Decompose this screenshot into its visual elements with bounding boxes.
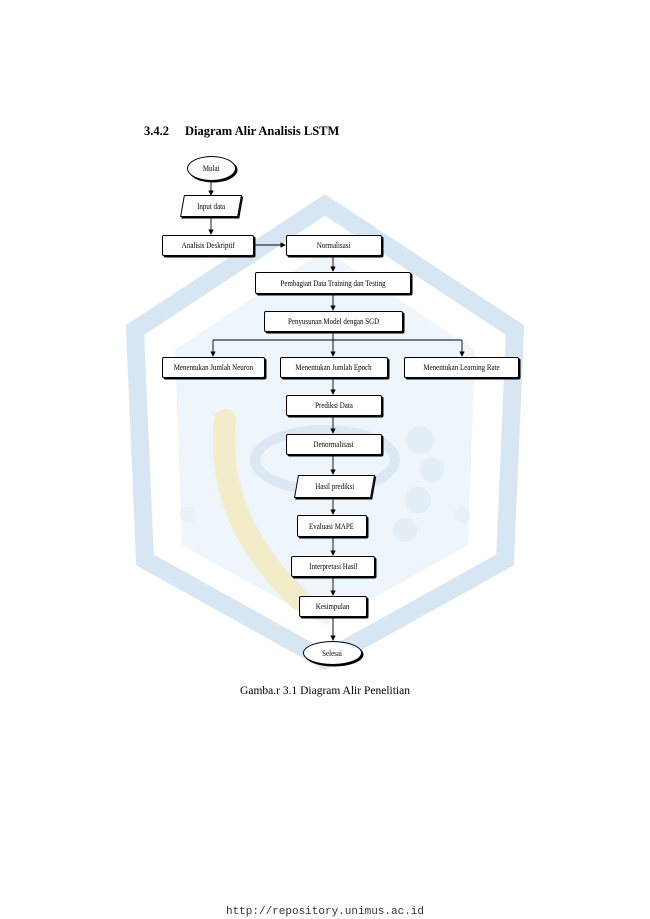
flow-neuron-count: Menentukan Jumlah Neuron: [162, 357, 265, 378]
flow-learning-rate-label: Menentukan Learning Rate: [423, 362, 500, 373]
flow-data-prediction-label: Prediksi Data: [315, 400, 353, 411]
flow-data-split: Pembagian Data Training dan Testing: [255, 272, 411, 294]
section-number: 3.4.2: [144, 124, 169, 138]
flow-start-label: Mulai: [203, 163, 220, 174]
flow-prediction-result: Hasil prediksi: [296, 475, 373, 498]
flow-model-sgd-label: Penyusunan Model dengan SGD: [287, 316, 380, 327]
flow-result-interpretation-label: Interpretasi Hasil: [308, 561, 358, 572]
flow-end: Selesai: [303, 641, 362, 665]
flow-data-split-label: Pembagian Data Training dan Testing: [280, 277, 386, 288]
flow-descriptive-analysis-label: Analisis Deskriptif: [181, 240, 235, 251]
flow-normalization-label: Normalisasi: [317, 240, 351, 251]
flow-neuron-count-label: Menentukan Jumlah Neuron: [173, 362, 254, 373]
section-heading: 3.4.2 Diagram Alir Analisis LSTM: [144, 124, 339, 139]
section-title: Diagram Alir Analisis LSTM: [185, 124, 340, 138]
flow-model-sgd: Penyusunan Model dengan SGD: [264, 311, 403, 332]
flow-conclusion-label: Kesimpulan: [316, 601, 350, 612]
flow-mape-evaluation: Evaluasi MAPE: [297, 515, 367, 537]
figure-caption: Gamba.r 3.1 Diagram Alir Penelitian: [240, 685, 410, 697]
flow-denormalization: Denormalisasi: [286, 434, 382, 455]
flow-prediction-result-label: Hasil prediksi: [315, 481, 354, 492]
flow-conclusion: Kesimpulan: [299, 596, 367, 617]
flow-input-data-label: Input data: [196, 200, 226, 211]
flow-end-label: Selesai: [322, 647, 343, 658]
flow-epoch-count: Menentukan Jumlah Epoch: [280, 357, 388, 378]
flow-input-data: Input data: [182, 195, 240, 217]
flow-normalization: Normalisasi: [286, 235, 382, 256]
flow-data-prediction: Prediksi Data: [286, 395, 382, 416]
flow-descriptive-analysis: Analisis Deskriptif: [162, 235, 254, 256]
flow-denormalization-label: Denormalisasi: [313, 439, 355, 450]
repository-footer-link[interactable]: http://repository.unimus.ac.id: [225, 906, 425, 918]
flow-result-interpretation: Interpretasi Hasil: [291, 556, 375, 577]
flow-learning-rate: Menentukan Learning Rate: [404, 357, 519, 378]
flow-start: Mulai: [187, 156, 236, 181]
flow-epoch-count-label: Menentukan Jumlah Epoch: [295, 362, 373, 373]
flow-mape-evaluation-label: Evaluasi MAPE: [309, 520, 355, 531]
